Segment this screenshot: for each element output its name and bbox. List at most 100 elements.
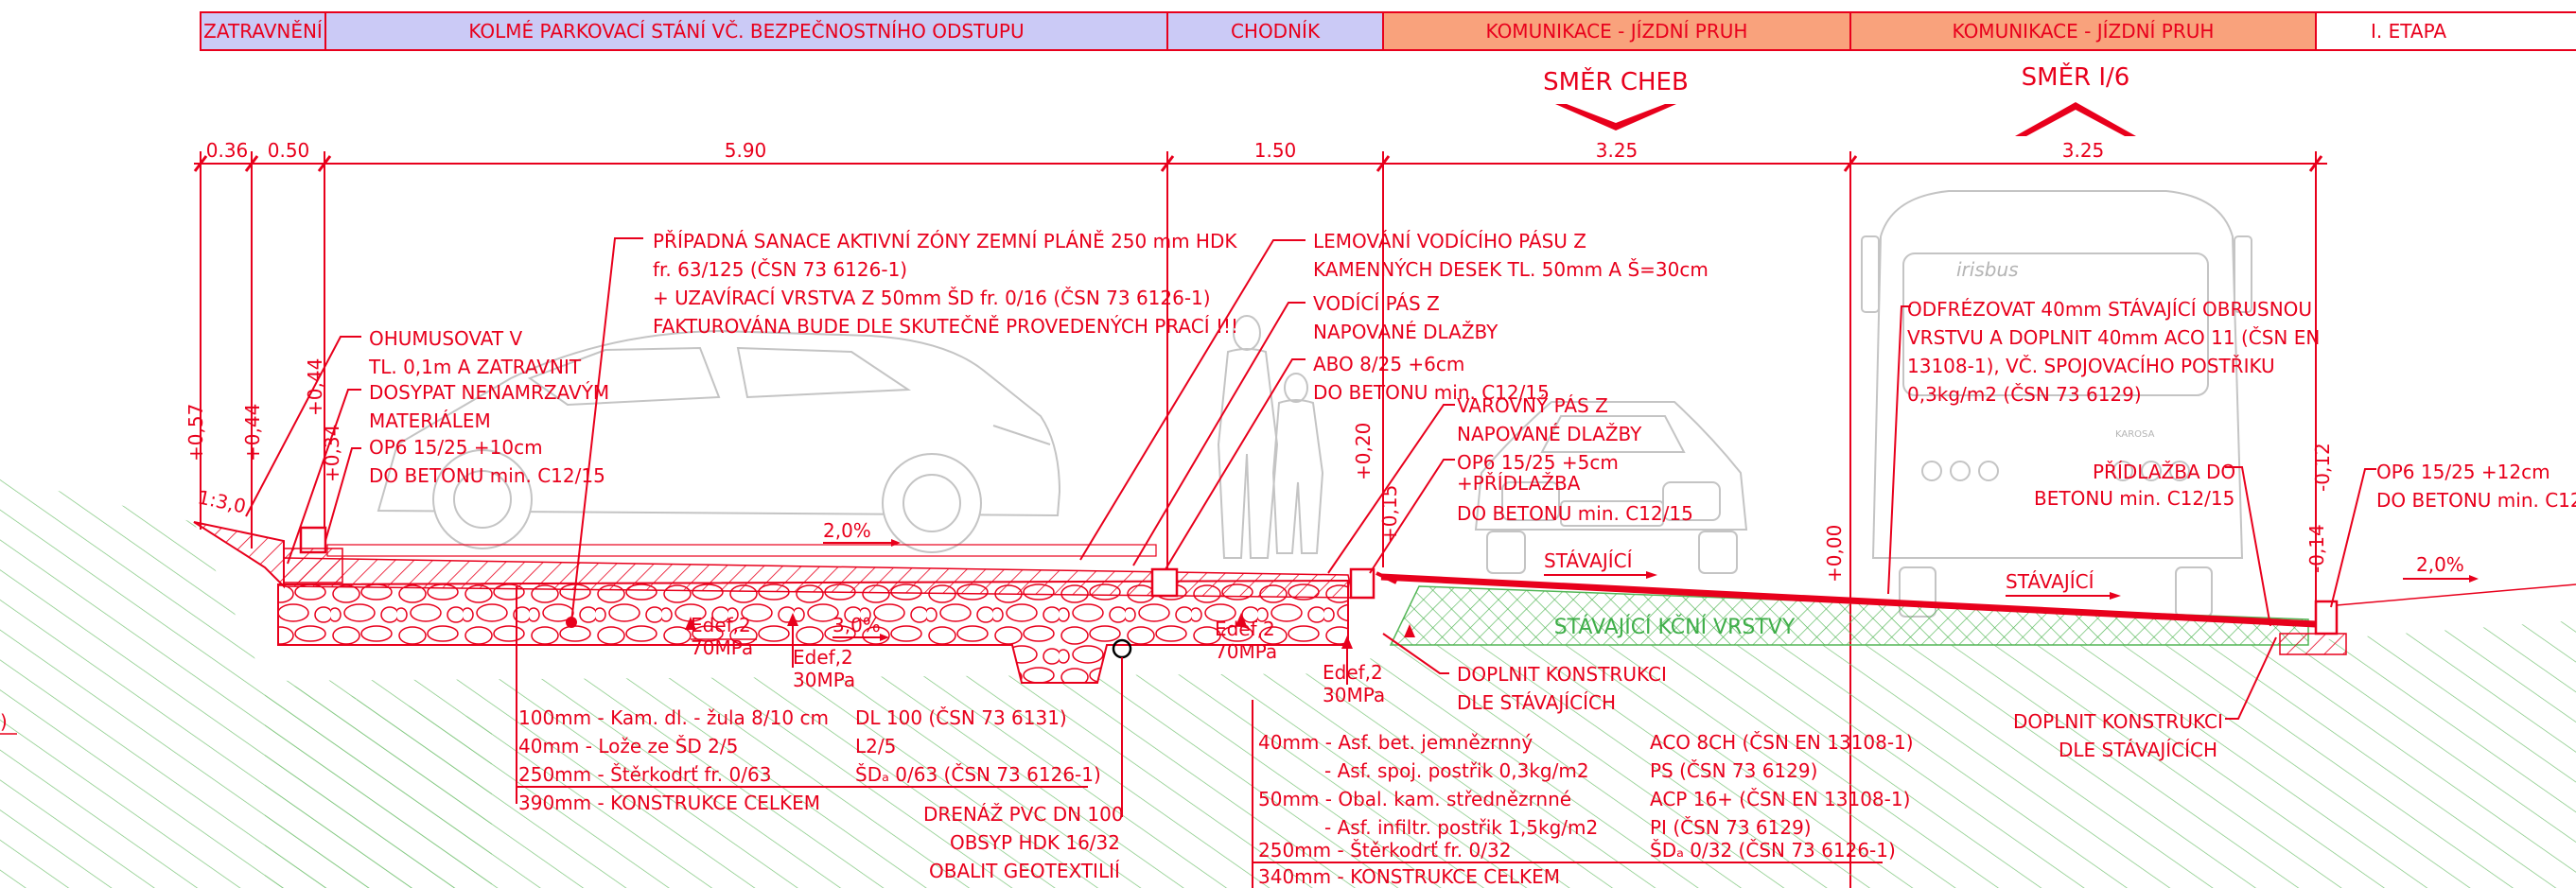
curb-mid-1 — [1150, 567, 1179, 598]
varovny-line-2: NAPOVANÉ DLAŽBY — [1457, 423, 1642, 445]
pridlazba-line-2: BETONU min. C12/15 — [2034, 487, 2234, 510]
odfrezovat-line-2: VRSTVU A DOPLNIT 40mm ACO 11 (ČSN EN — [1907, 326, 2320, 349]
ohumusovat-line-1: OHUMUSOVAT V — [369, 327, 523, 350]
dimension-590: 5.90 — [725, 139, 767, 162]
dosypat-line-2: MATERIÁLEM — [369, 409, 491, 432]
op6-right-line-2: DO BETONU min. C12/15 — [2376, 489, 2576, 512]
drenaz-line-1: DRENÁŽ PVC DN 100 — [923, 803, 1124, 826]
dimension-chain: 0.36 0.50 5.90 1.50 3.25 3.25 — [193, 139, 2327, 888]
layer-table-road: 40mm - Asf. bet. jemnězrnný ACO 8CH (ČSN… — [1252, 700, 1914, 888]
sanace-line-4: FAKTUROVÁNA BUDE DLE SKUTEČNĚ PROVEDENÝC… — [653, 315, 1238, 338]
annotation-doplnit-right: DOPLNIT KONSTRUKCI DLE STÁVAJÍCÍCH — [2013, 636, 2277, 761]
dimension-325-right: 3.25 — [2062, 139, 2105, 162]
direction-cheb-label: SMĚR CHEB — [1543, 66, 1689, 96]
road-layer-5-spec: ŠDₐ 0/32 (ČSN 73 6126-1) — [1650, 839, 1896, 862]
header-cell-parking — [324, 11, 1168, 51]
pedestrian-silhouettes — [1217, 315, 1324, 559]
odfrezovat-line-1: ODFRÉZOVAT 40mm STÁVAJÍCÍ OBRUSNOU — [1907, 298, 2312, 321]
annotation-op6-mid: OP6 15/25 +5cm +PŘÍDLAŽBA DO BETONU min.… — [1369, 451, 1693, 574]
sanace-line-3: + UZAVÍRACÍ VRSTVA Z 50mm ŠD fr. 0/16 (Č… — [653, 287, 1211, 309]
doplnit-mid-line-2: DLE STÁVAJÍCÍCH — [1457, 691, 1616, 714]
slope-surface — [193, 521, 285, 589]
layer-table-sidewalk: 100mm - Kam. dl. - žula 8/10 cm DL 100 (… — [516, 586, 1101, 814]
level-020: +0,20 — [1352, 423, 1375, 480]
annotation-dosypat: DOSYPAT NENAMRZAVÝM MATERIÁLEM — [287, 381, 609, 565]
dimension-150: 1.50 — [1254, 139, 1297, 162]
road-layer-total: 340mm - KONSTRUKCE CELKEM — [1258, 865, 1560, 888]
road-layer-5: 250mm - Štěrkodrť fr. 0/32 — [1258, 839, 1511, 862]
header-label-lane-2: KOMUNIKACE - JÍZDNÍ PRUH — [1953, 20, 2215, 43]
annotation-vodici: VODÍCÍ PÁS Z NAPOVANÉ DLAŽBY — [1132, 292, 1498, 566]
slope-labels: 1:3,0 2,0% 3,0% 2,0% — [196, 485, 2479, 641]
existing-layers-label: STÁVAJÍCÍ KČNÍ VRSTVY — [1554, 615, 1796, 639]
curb-mid-2 — [1349, 567, 1376, 600]
header-label-lane-1: KOMUNIKACE - JÍZDNÍ PRUH — [1486, 20, 1748, 43]
annotation-lemovani: LEMOVÁNÍ VODÍCÍHO PÁSU Z KAMENNÝCH DESEK… — [1079, 230, 1709, 561]
annotation-drenaz: DRENÁŽ PVC DN 100 OBSYP HDK 16/32 OBALIT… — [923, 657, 1124, 882]
bus-brand-label: irisbus — [1956, 258, 2019, 281]
road-surface-line — [1380, 573, 2317, 628]
header-cell-etapa — [2315, 11, 2576, 51]
level-014: -0,14 — [2305, 524, 2328, 573]
odfrezovat-line-4: 0,3kg/m2 (ČSN 73 6129) — [1907, 383, 2142, 406]
header-cell-zatravneni — [200, 11, 326, 51]
annotation-doplnit-mid: DOPLNIT KONSTRUKCI DLE STÁVAJÍCÍCH — [1382, 633, 1667, 714]
slope-parking: 2,0% — [823, 519, 871, 542]
slope-ratio: 1:3,0 — [196, 485, 248, 517]
dosypat-line-1: DOSYPAT NENAMRZAVÝM — [369, 381, 609, 404]
annotation-pridlazba: PŘÍDLAŽBA DO BETONU min. C12/15 — [2034, 461, 2271, 627]
vodici-line-1: VODÍCÍ PÁS Z — [1313, 292, 1440, 315]
level-044-a: +0,44 — [241, 404, 264, 461]
op6-left-line-2: DO BETONU min. C12/15 — [369, 464, 605, 487]
doplnit-mid-line-1: DOPLNIT KONSTRUKCI — [1457, 663, 1667, 686]
header-cell-chodnik — [1166, 11, 1384, 51]
sanace-line-2: fr. 63/125 (ČSN 73 6126-1) — [653, 258, 907, 281]
road-existing-1: STÁVAJÍCÍ — [1544, 549, 1633, 572]
bus-silhouette: irisbus KAROSA — [1861, 190, 2252, 618]
header-strip-bar: ZATRAVNĚNÍ KOLMÉ PARKOVACÍ STÁNÍ VČ. BEZ… — [200, 11, 2576, 51]
road-layer-1: 40mm - Asf. bet. jemnězrnný — [1258, 731, 1533, 754]
edge-mark-left: ) — [0, 710, 8, 733]
edef-1-value: 70MPa — [691, 636, 753, 659]
varovny-line-1: VAROVNÝ PÁS Z — [1457, 394, 1608, 417]
concrete-bed-right — [2279, 633, 2347, 655]
pridlazba-line-1: PŘÍDLAŽBA DO — [2093, 461, 2235, 483]
edef-1: Edef,2 — [691, 614, 751, 636]
sidewalk-layer-total: 390mm - KONSTRUKCE CELKEM — [518, 792, 820, 814]
edef-labels: Edef,2 70MPa Edef,2 30MPa Edef,2 70MPa E… — [691, 614, 1385, 706]
sidewalk-layer-2-spec: L2/5 — [855, 735, 896, 757]
header-label-zatravneni: ZATRAVNĚNÍ — [203, 20, 323, 43]
curb-right — [2314, 600, 2339, 636]
header-label-etapa: I. ETAPA — [2371, 20, 2446, 43]
direction-i6-label: SMĚR I/6 — [2022, 61, 2130, 92]
header-label-chodnik: CHODNÍK — [1231, 20, 1321, 43]
annotation-varovny: VAROVNÝ PÁS Z NAPOVANÉ DLAŽBY — [1327, 394, 1642, 574]
direction-cheb: SMĚR CHEB — [1543, 66, 1689, 131]
level-012: -0,12 — [2311, 443, 2334, 492]
annotation-op6-left: OP6 15/25 +10cm DO BETONU min. C12/15 — [324, 436, 605, 542]
lemovani-line-2: KAMENNÝCH DESEK TL. 50mm A Š=30cm — [1313, 258, 1709, 281]
bus-maker-label: KAROSA — [2115, 429, 2155, 440]
direction-i6: SMĚR I/6 — [2015, 61, 2136, 136]
dimension-036: 0.36 — [206, 139, 249, 162]
sidewalk-layer-1-spec: DL 100 (ČSN 73 6131) — [855, 706, 1067, 729]
level-057: +0,57 — [184, 404, 207, 461]
op6-left-line-1: OP6 15/25 +10cm — [369, 436, 543, 459]
sidewalk-layer-1: 100mm - Kam. dl. - žula 8/10 cm — [518, 706, 829, 729]
subgrade — [0, 478, 2576, 888]
doplnit-right-line-1: DOPLNIT KONSTRUKCI — [2013, 710, 2223, 733]
op6-mid-line-2: +PŘÍDLAŽBA — [1457, 472, 1581, 495]
paving-top-strip — [326, 544, 1157, 557]
op6-mid-line-1: OP6 15/25 +5cm — [1457, 451, 1619, 474]
sanace-line-1: PŘÍPADNÁ SANACE AKTIVNÍ ZÓNY ZEMNÍ PLÁNĚ… — [653, 230, 1237, 252]
edef-4-value: 30MPa — [1323, 684, 1385, 706]
lemovani-line-1: LEMOVÁNÍ VODÍCÍHO PÁSU Z — [1313, 230, 1586, 252]
header-label-parking: KOLMÉ PARKOVACÍ STÁNÍ VČ. BEZPEČNOSTNÍHO… — [468, 20, 1024, 43]
suv-silhouette — [377, 329, 1061, 553]
edef-2: Edef,2 — [793, 646, 853, 669]
slope-subgrade: 3,0% — [832, 614, 881, 636]
edef-3-value: 70MPa — [1215, 640, 1277, 663]
sidewalk-layer-3: 250mm - Štěrkodrť fr. 0/63 — [518, 763, 771, 786]
op6-mid-line-3: DO BETONU min. C12/15 — [1457, 502, 1693, 525]
